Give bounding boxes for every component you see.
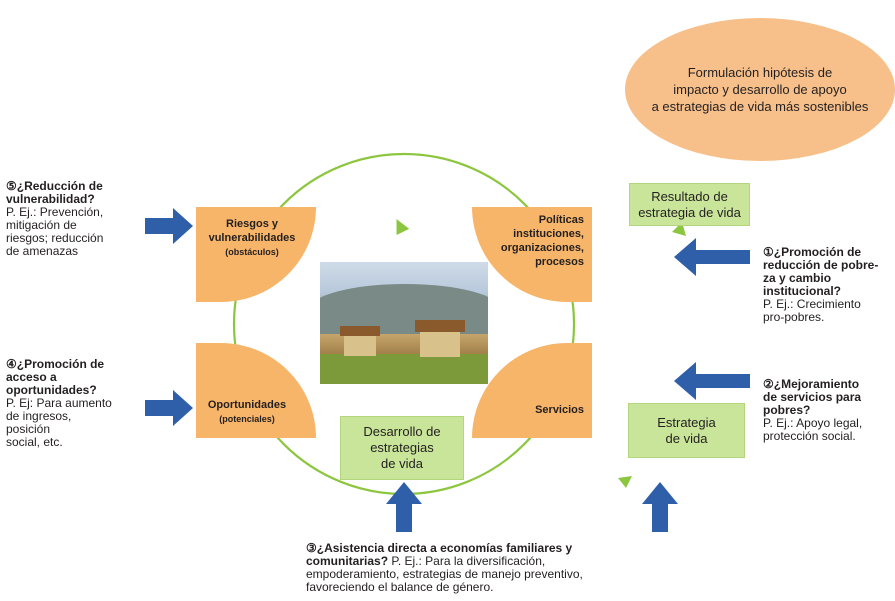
note-4-body: P. Ej: Para aumento de ingresos, posició… xyxy=(6,396,112,449)
note-1-number: ① xyxy=(763,245,774,259)
village-landscape-image xyxy=(320,262,488,384)
note-5-title: ¿Reducción de vulnerabilidad? xyxy=(6,179,103,206)
note-2-body: P. Ej.: Apoyo legal, protección social. xyxy=(763,416,863,443)
arrow-right-oportunidades xyxy=(145,390,193,426)
arrow-right-riesgos xyxy=(145,208,193,244)
box-estrategia: Estrategia de vida xyxy=(628,403,745,458)
note-3-title: ¿Asistencia directa a economías familiar… xyxy=(306,541,573,568)
note-2-number: ② xyxy=(763,377,774,391)
arrow-up-desarrollo xyxy=(386,482,422,532)
note-4: ④¿Promoción de acceso a oportunidades? P… xyxy=(6,358,146,449)
quadrant-oportunidades-title: Oportunidades xyxy=(207,399,287,411)
note-2: ②¿Mejoramiento de servicios para pobres?… xyxy=(763,378,893,443)
quadrant-riesgos-sub: (obstáculos) xyxy=(225,247,279,257)
note-1: ①¿Promoción de reducción de pobre- za y … xyxy=(763,246,893,324)
box-resultado: Resultado de estrategia de vida xyxy=(629,183,750,226)
hypothesis-oval: Formulación hipótesis de impacto y desar… xyxy=(625,18,895,161)
arrow-left-politicas xyxy=(674,238,750,276)
cycle-arrowhead-left xyxy=(396,218,410,236)
note-1-body: P. Ej.: Crecimiento pro-pobres. xyxy=(763,297,861,324)
note-5-number: ⑤ xyxy=(6,179,17,193)
note-5: ⑤¿Reducción de vulnerabilidad? P. Ej.: P… xyxy=(6,180,146,258)
quadrant-servicios-title: Servicios xyxy=(535,404,584,416)
note-2-title: ¿Mejoramiento de servicios para pobres? xyxy=(763,377,862,417)
intervention-arrows xyxy=(145,208,750,532)
quadrant-oportunidades-sub: (potenciales) xyxy=(219,414,275,424)
note-4-number: ④ xyxy=(6,357,17,371)
note-4-title: ¿Promoción de acceso a oportunidades? xyxy=(6,357,105,397)
note-1-title: ¿Promoción de reducción de pobre- za y c… xyxy=(763,245,879,298)
quadrant-riesgos-title: Riesgos y vulnerabilidades xyxy=(208,218,296,244)
note-5-body: P. Ej.: Prevención, mitigación de riesgo… xyxy=(6,205,104,258)
arrow-left-servicios xyxy=(674,362,750,400)
note-3-number: ③ xyxy=(306,541,317,555)
arrow-up-estrategia xyxy=(642,482,678,532)
note-3: ③¿Asistencia directa a economías familia… xyxy=(306,542,666,594)
quadrant-politicas-title: Políticas instituciones, organizaciones,… xyxy=(500,214,584,268)
cycle-arrowhead-bottom xyxy=(618,476,632,488)
note-3-body: P. Ej.: Para la diversificación, empoder… xyxy=(306,554,583,594)
box-desarrollo: Desarrollo de estrategias de vida xyxy=(340,416,464,480)
